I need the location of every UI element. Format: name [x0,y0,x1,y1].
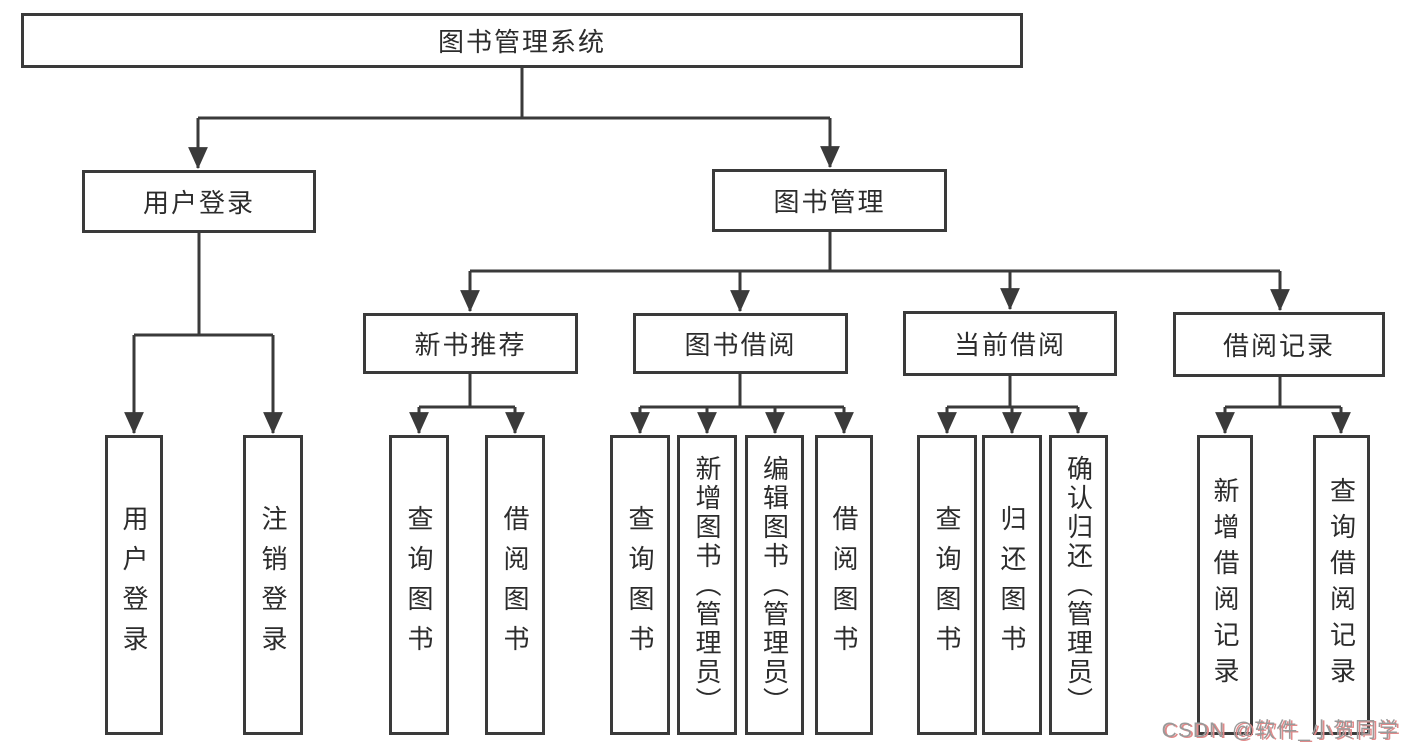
leaf-edit-books-admin: 编辑图书（管理员） [745,435,804,735]
leaf-query-books-current: 查询图书 [917,435,977,735]
node-root-label: 图书管理系统 [437,27,606,57]
node-current-borrow-label: 当前借阅 [953,330,1066,360]
node-borrow-records: 借阅记录 [1173,312,1385,377]
leaf-add-books-admin: 新增图书（管理员） [677,435,737,735]
node-new-book-recommend: 新书推荐 [363,313,578,374]
leaf-user-login: 用户登录 [105,435,163,735]
leaf-confirm-return-admin: 确认归还（管理员） [1049,435,1108,735]
node-current-borrow: 当前借阅 [903,311,1117,376]
node-user-login: 用户登录 [82,170,316,233]
node-root: 图书管理系统 [21,13,1023,68]
node-user-login-label: 用户登录 [142,188,255,218]
leaf-add-borrow-record: 新增借阅记录 [1197,435,1253,735]
leaf-query-borrow-record: 查询借阅记录 [1313,435,1370,735]
node-new-book-recommend-label: 新书推荐 [414,330,527,360]
node-book-borrow-label: 图书借阅 [684,330,797,360]
node-book-borrow: 图书借阅 [633,313,848,374]
node-book-management: 图书管理 [712,169,947,232]
leaf-query-books-recommend: 查询图书 [389,435,449,735]
leaf-query-books-borrow: 查询图书 [610,435,670,735]
node-borrow-records-label: 借阅记录 [1222,331,1335,361]
leaf-borrow-books: 借阅图书 [815,435,873,735]
leaf-logout-login: 注销登录 [243,435,303,735]
leaf-return-books: 归还图书 [982,435,1042,735]
leaf-borrow-books-recommend: 借阅图书 [485,435,545,735]
node-book-management-label: 图书管理 [773,187,886,217]
csdn-watermark: CSDN @软件_小贺同学 [1161,719,1399,742]
